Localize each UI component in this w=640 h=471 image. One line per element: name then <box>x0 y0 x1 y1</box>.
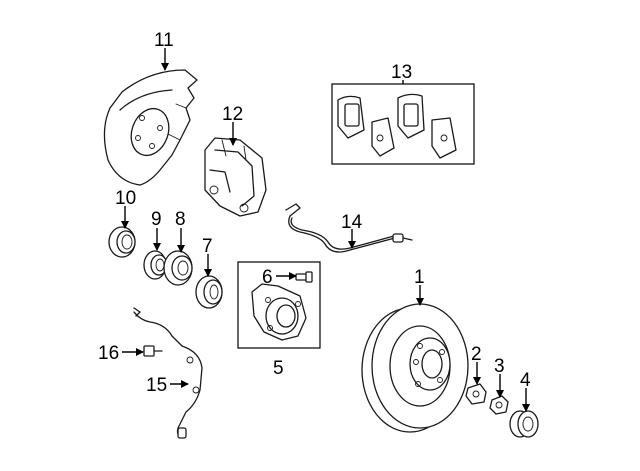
part-14-brake-hose[interactable] <box>285 203 413 253</box>
callout-9: 9 <box>151 209 162 230</box>
callout-16: 16 <box>98 343 119 364</box>
callout-12: 12 <box>222 104 243 125</box>
callout-7: 7 <box>202 236 213 257</box>
callout-4: 4 <box>520 370 531 391</box>
part-10-oil-seal[interactable] <box>108 226 136 258</box>
callout-10: 10 <box>115 188 136 209</box>
callout-14: 14 <box>341 212 363 233</box>
callout-1: 1 <box>414 267 425 288</box>
part-12-caliper[interactable] <box>204 137 267 217</box>
callout-6: 6 <box>262 267 273 288</box>
part-4-grease-cap[interactable] <box>509 410 539 438</box>
callout-13: 13 <box>391 62 412 83</box>
callout-15: 15 <box>146 375 167 396</box>
part-11-splash-shield[interactable] <box>103 69 198 186</box>
part-5-hub-assembly[interactable] <box>237 261 321 349</box>
callout-8: 8 <box>175 209 186 230</box>
leader-lines <box>121 48 530 412</box>
part-16-bolt[interactable] <box>143 345 163 357</box>
callout-2: 2 <box>471 344 482 365</box>
part-6-hub-bolt[interactable] <box>295 271 313 283</box>
callout-5: 5 <box>273 358 284 379</box>
part-1-brake-rotor[interactable] <box>361 303 469 433</box>
part-8-bearing[interactable] <box>163 250 193 286</box>
callout-11: 11 <box>154 30 174 51</box>
callout-labels: 11 12 13 10 9 8 7 14 6 5 1 2 3 4 16 15 <box>98 30 531 396</box>
part-15-abs-sensor[interactable] <box>133 307 203 439</box>
part-2-lug-nut[interactable] <box>465 383 487 405</box>
part-9-bearing[interactable] <box>143 250 168 280</box>
callout-3: 3 <box>494 356 505 377</box>
part-13-brake-pads-kit[interactable] <box>331 83 475 165</box>
part-3-nut[interactable] <box>489 395 509 415</box>
part-7-seal[interactable] <box>195 275 223 309</box>
